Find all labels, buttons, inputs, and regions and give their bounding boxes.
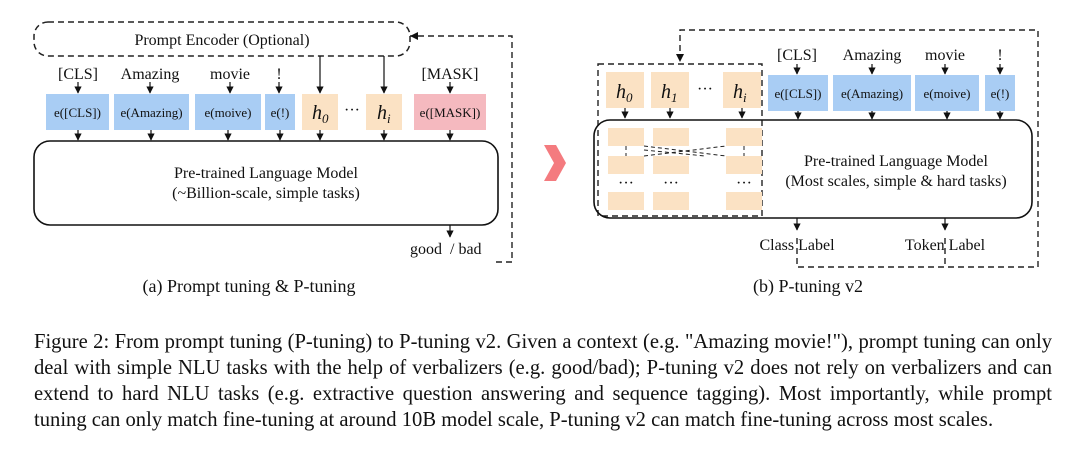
transition-arrow xyxy=(544,145,566,181)
embedding-label: e(Amazing) xyxy=(841,86,903,101)
ellipsis: ··· xyxy=(736,175,752,192)
embedding-box xyxy=(985,75,1015,111)
prompt-token: h0 xyxy=(616,81,633,105)
model-subtitle: (Most scales, simple & hard tasks) xyxy=(785,173,1006,190)
language-model-box xyxy=(593,119,1033,219)
ellipsis: ··· xyxy=(663,175,679,192)
language-model-box xyxy=(33,140,499,226)
panel-b-caption: (b) P-tuning v2 xyxy=(753,276,863,297)
model-subtitle: (~Billion-scale, simple tasks) xyxy=(172,185,360,202)
token-label: [CLS] xyxy=(777,47,817,64)
embedding-label: e([MASK]) xyxy=(420,105,481,120)
token-label: [CLS] xyxy=(58,66,98,83)
prompt-encoder-box xyxy=(33,21,411,57)
ellipsis: ··· xyxy=(618,175,634,192)
figure-diagram: Prompt Encoder (Optional) [CLS] Amazing … xyxy=(33,21,1039,297)
prompt-box xyxy=(651,72,689,108)
prompt-encoder-label: Prompt Encoder (Optional) xyxy=(134,32,309,49)
embedding-box xyxy=(768,75,828,111)
token-label: ! xyxy=(276,66,281,83)
output-label: Class Label xyxy=(759,237,835,254)
embedding-box xyxy=(114,94,189,130)
panel-a-caption: (a) Prompt tuning & P-tuning xyxy=(143,276,356,297)
prompt-token: h0 xyxy=(312,102,329,126)
prompt-token: h1 xyxy=(661,81,678,105)
token-label: movie xyxy=(210,66,250,83)
layer-prompt-block xyxy=(653,156,689,174)
embedding-label: e(moive) xyxy=(205,105,252,120)
embedding-box xyxy=(46,94,109,130)
token-label: [MASK] xyxy=(422,66,479,83)
layer-prompt-block xyxy=(653,128,689,146)
model-title: Pre-trained Language Model xyxy=(804,153,988,170)
embedding-label: e(!) xyxy=(271,105,290,120)
ellipsis: ··· xyxy=(697,81,713,98)
prompt-box xyxy=(302,94,338,130)
ellipsis: ··· xyxy=(344,102,360,119)
embedding-box xyxy=(915,75,979,111)
layer-prompt-block xyxy=(608,128,644,146)
model-title: Pre-trained Language Model xyxy=(174,165,358,182)
prompt-box xyxy=(366,94,402,130)
layer-prompt-block xyxy=(726,156,762,174)
prompt-box xyxy=(723,72,761,108)
token-label: ! xyxy=(997,47,1002,64)
token-label: Amazing xyxy=(843,47,902,64)
embedding-label: e(!) xyxy=(991,86,1010,101)
embedding-label: e([CLS]) xyxy=(54,105,101,120)
embedding-box xyxy=(195,94,261,130)
embedding-box xyxy=(833,75,911,111)
token-label: movie xyxy=(925,47,965,64)
embedding-box xyxy=(265,94,295,130)
embedding-label: e([CLS]) xyxy=(775,86,822,101)
token-label: Amazing xyxy=(121,66,180,83)
panel-a: Prompt Encoder (Optional) [CLS] Amazing … xyxy=(33,21,513,297)
mask-embedding-box xyxy=(414,94,486,130)
prompt-token: hi xyxy=(733,81,747,105)
verbalizer-output: good / bad xyxy=(410,241,482,258)
layer-prompt-block xyxy=(608,192,644,210)
prompt-box xyxy=(606,72,644,108)
figure-caption: Figure 2: From prompt tuning (P-tuning) … xyxy=(34,329,1052,433)
layer-prompt-block xyxy=(608,156,644,174)
embedding-label: e(Amazing) xyxy=(120,105,182,120)
embedding-label: e(moive) xyxy=(924,86,971,101)
panel-b: h0 h1 ··· hi [CLS] Amazing movie ! e([CL… xyxy=(593,29,1039,297)
layer-prompt-block xyxy=(653,192,689,210)
caption-text: Figure 2: From prompt tuning (P-tuning) … xyxy=(34,331,1052,431)
layer-prompt-block xyxy=(726,192,762,210)
output-label: Token Label xyxy=(905,237,986,254)
prompt-token: hi xyxy=(377,102,391,126)
layer-prompt-block xyxy=(726,128,762,146)
